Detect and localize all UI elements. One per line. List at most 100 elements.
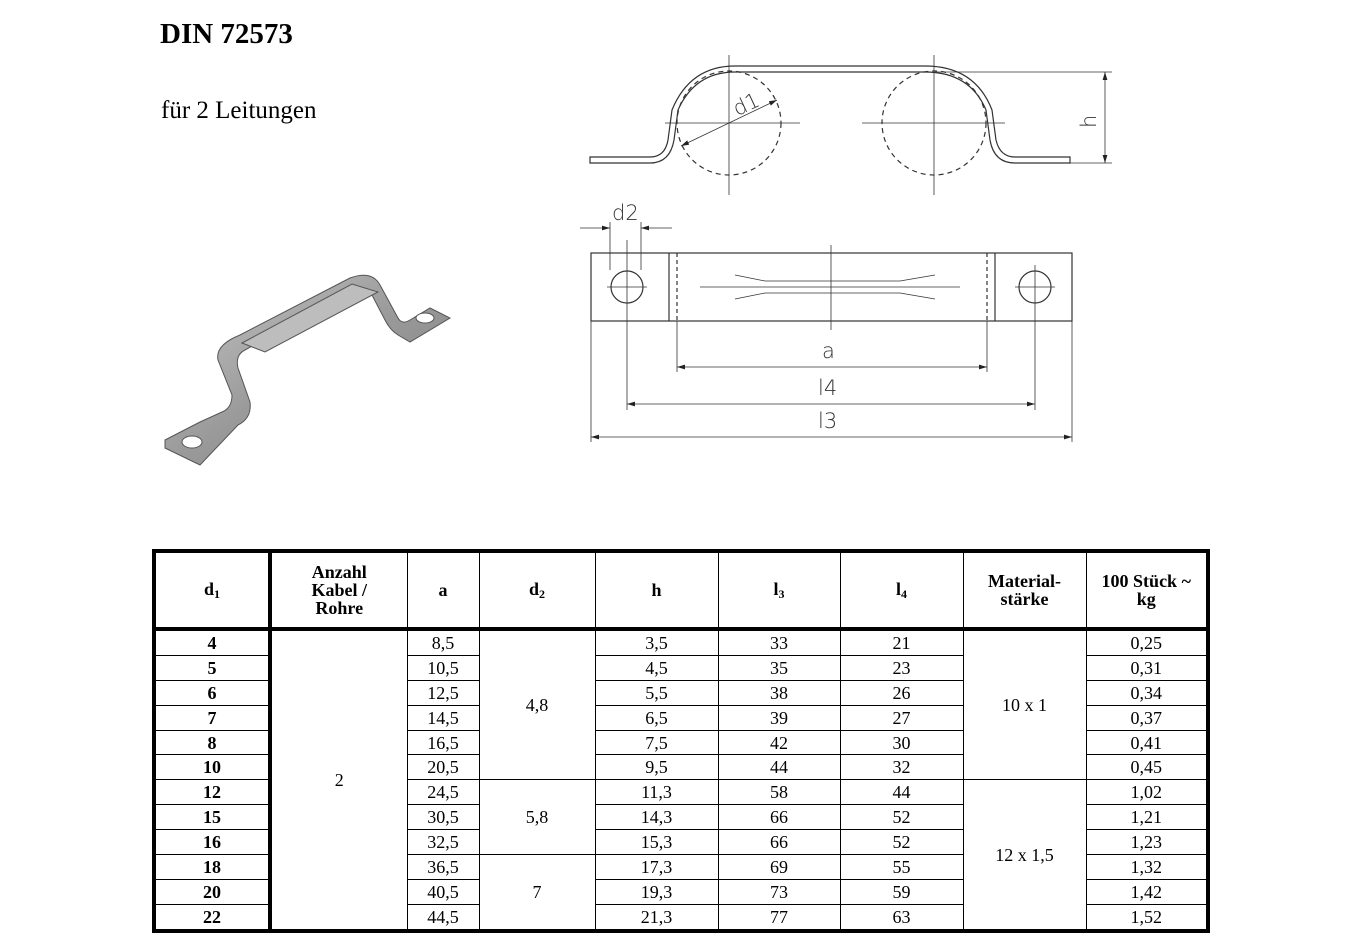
cell-l3: 42	[717, 729, 841, 756]
column-header-label: h	[651, 580, 662, 600]
cell-weight: 1,23	[1085, 829, 1209, 856]
cell-a: 36,5	[406, 854, 480, 880]
cell-a: 32,5	[406, 829, 480, 856]
cell-l3: 44	[717, 754, 841, 781]
cell-a: 20,5	[406, 754, 480, 781]
cell-l3: 66	[717, 804, 841, 831]
cell-d2: 7	[478, 854, 596, 932]
cell-l3: 73	[717, 878, 841, 905]
cell-d1: 18	[153, 854, 272, 880]
cell-weight: 0,45	[1085, 754, 1209, 781]
cell-h: 7,5	[594, 729, 719, 756]
cell-weight: 1,21	[1085, 804, 1209, 831]
cell-l4: 55	[839, 854, 964, 880]
cell-weight: 1,02	[1085, 779, 1209, 806]
cell-d2: 5,8	[478, 779, 596, 856]
cell-l4: 26	[839, 679, 964, 706]
cell-weight: 1,32	[1085, 854, 1209, 880]
cell-a: 8,5	[406, 628, 480, 656]
column-header-h: h	[594, 550, 719, 631]
cell-l3: 69	[717, 854, 841, 880]
cell-weight: 0,41	[1085, 729, 1209, 756]
cell-l4: 32	[839, 754, 964, 781]
cell-a: 44,5	[406, 903, 480, 932]
column-header-anzahl: Anzahl Kabel / Rohre	[269, 550, 408, 631]
l3-label: l3	[818, 409, 837, 433]
cell-weight: 0,34	[1085, 679, 1209, 706]
column-header-label: Material-stärke	[988, 571, 1061, 609]
cell-l3: 77	[717, 903, 841, 932]
cell-d1: 16	[153, 829, 272, 856]
cell-a: 16,5	[406, 729, 480, 756]
cell-d1: 15	[153, 804, 272, 831]
column-header-label: a	[438, 580, 448, 600]
cell-a: 14,5	[406, 704, 480, 731]
cell-weight: 0,37	[1085, 704, 1209, 731]
cell-l3: 66	[717, 829, 841, 856]
cell-h: 15,3	[594, 829, 719, 856]
cell-l3: 35	[717, 654, 841, 681]
cell-weight: 0,25	[1085, 628, 1209, 656]
column-header-d2: d2	[478, 550, 596, 631]
column-header-a: a	[406, 550, 480, 631]
d2-label: d2	[612, 201, 639, 225]
cell-l4: 44	[839, 779, 964, 806]
l4-label: l4	[818, 376, 837, 400]
cell-d1: 22	[153, 903, 272, 932]
page-subtitle: für 2 Leitungen	[161, 97, 317, 124]
cell-l3: 58	[717, 779, 841, 806]
d1-label: d1	[729, 88, 763, 121]
a-label: a	[822, 339, 835, 363]
column-header-label: Anzahl Kabel / Rohre	[311, 562, 367, 618]
column-header-label: d	[203, 579, 214, 599]
column-header-d1: d1	[153, 550, 272, 631]
cell-d1: 6	[153, 679, 272, 706]
cell-material: 12 x 1,5	[962, 779, 1087, 932]
cell-d2: 4,8	[478, 628, 596, 781]
cell-l4: 21	[839, 628, 964, 656]
cell-h: 5,5	[594, 679, 719, 706]
column-header-label: d	[528, 579, 539, 599]
column-header-subscript: 2	[539, 587, 545, 601]
cell-d1: 4	[153, 628, 272, 656]
cell-l3: 38	[717, 679, 841, 706]
cell-l4: 52	[839, 829, 964, 856]
column-header-label: l	[773, 579, 779, 599]
plan-view	[580, 222, 1073, 442]
column-header-subscript: 1	[214, 587, 220, 601]
column-header-l3: l3	[717, 550, 841, 631]
cell-d1: 12	[153, 779, 272, 806]
cell-a: 30,5	[406, 804, 480, 831]
cell-d1: 8	[153, 729, 272, 756]
cell-a: 10,5	[406, 654, 480, 681]
side-view	[589, 55, 1112, 195]
cell-weight: 0,31	[1085, 654, 1209, 681]
column-header-l4: l4	[839, 550, 964, 631]
cell-d1: 5	[153, 654, 272, 681]
cell-h: 14,3	[594, 804, 719, 831]
cell-material: 10 x 1	[962, 628, 1087, 781]
cell-weight: 1,42	[1085, 878, 1209, 905]
cell-h: 21,3	[594, 903, 719, 932]
cell-a: 24,5	[406, 779, 480, 806]
column-header-label: l	[895, 579, 901, 599]
cell-l3: 33	[717, 628, 841, 656]
cell-h: 11,3	[594, 779, 719, 806]
column-header-label: 100 Stück ~ kg	[1101, 571, 1191, 609]
cell-d1: 10	[153, 754, 272, 781]
cell-l4: 27	[839, 704, 964, 731]
cell-l4: 30	[839, 729, 964, 756]
cell-d1: 7	[153, 704, 272, 731]
column-header-subscript: 4	[901, 587, 907, 601]
cell-d1: 20	[153, 878, 272, 905]
